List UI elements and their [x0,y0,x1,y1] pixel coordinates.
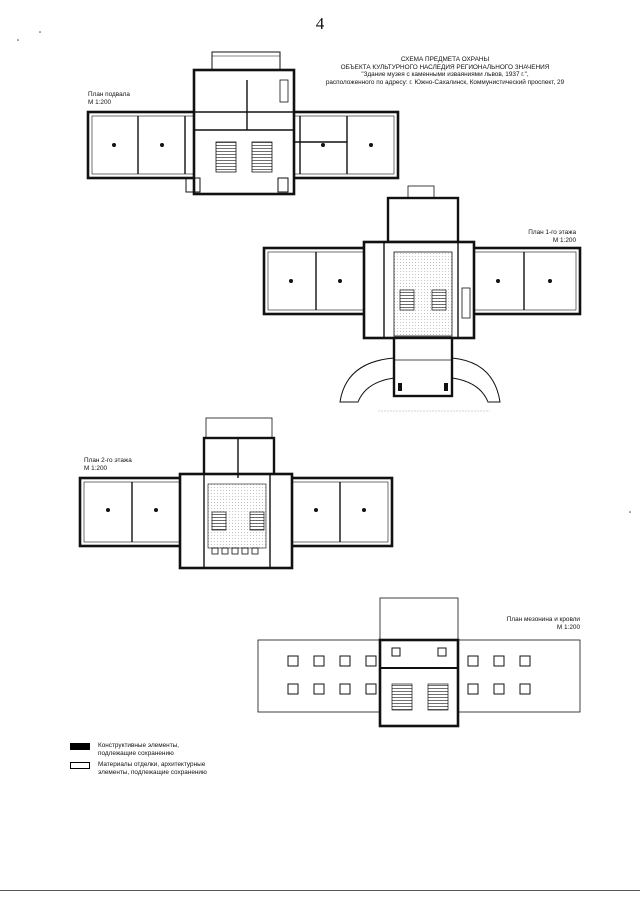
basement-stair-right [251,141,273,173]
second-floor-plan-scale: М 1:200 [84,464,108,472]
first-floor-plan-name: План 1-го этажа [528,229,576,236]
page-bottom-rule [0,890,640,891]
first-floor-plan-scale: М 1:200 [552,236,576,244]
first-floor-plan [262,185,582,412]
title-line-3: "Здание музея с каменными изваяниями льв… [361,71,529,79]
document-title: СХЕМА ПРЕДМЕТА ОХРАНЫ ОБЪЕКТА КУЛЬТУРНОГ… [300,56,590,86]
second-floor-plan-name: План 2-го этажа [84,457,132,464]
basement-partitions [137,80,348,174]
first-floor-vestibule [392,336,454,398]
basement-plan [86,51,400,196]
second-floor-stair-right [249,511,265,531]
legend-finishing-line1: Материалы отделки, архитектурные [98,761,206,768]
legend-item-structural: Конструктивные элементы, подлежащие сохр… [98,742,179,757]
second-floor-plan-label: План 2-го этажа М 1:200 [84,457,132,472]
second-floor-plan [78,417,394,570]
legend-finishing-line2: элементы, подлежащие сохранению [98,768,207,776]
second-floor-top-annex [205,417,273,439]
roof-top-annex [379,597,459,641]
title-line-2: ОБЪЕКТА КУЛЬТУРНОГО НАСЛЕДИЯ РЕГИОНАЛЬНО… [340,63,550,71]
basement-stair-left [215,141,237,173]
title-line-4: расположенного по адресу: г. Южно-Сахали… [325,78,565,86]
legend-item-finishing: Материалы отделки, архитектурные элемент… [98,761,207,776]
mezzanine-stair-left [391,683,413,711]
first-floor-stair-left [399,289,415,311]
mezzanine-roof-plan-scale: М 1:200 [556,623,580,631]
first-floor-north-block [386,196,460,244]
page-number: 4 [315,14,325,33]
first-floor-plan-label: План 1-го этажа М 1:200 [500,229,576,244]
basement-plan-scale: М 1:200 [88,98,112,106]
roof-skylights [287,647,531,695]
basement-central-block [192,68,296,196]
legend-swatch-finishing [70,762,90,769]
mezzanine-roof-plan-name: План мезонина и кровли [506,616,580,623]
second-floor-stair-left [211,511,227,531]
mezzanine-roof-plan-label: План мезонина и кровли М 1:200 [490,616,580,631]
first-floor-left-portico [339,357,395,403]
legend-structural-line1: Конструктивные элементы, [98,742,179,749]
mezzanine-roof-plan [257,597,581,728]
title-line-1: СХЕМА ПРЕДМЕТА ОХРАНЫ [400,56,490,63]
first-floor-stair-right [431,289,447,311]
legend: Конструктивные элементы, подлежащие сохр… [70,742,270,782]
legend-swatch-structural [70,743,90,750]
legend-structural-line2: подлежащие сохранению [98,749,174,757]
first-floor-right-portico [451,357,501,403]
second-floor-window-row [211,547,259,555]
basement-top-annex [211,51,281,71]
basement-plan-name: План подвала [88,91,130,98]
mezzanine-block [378,638,460,728]
basement-plan-label: План подвала М 1:200 [88,91,130,106]
mezzanine-stair-right [427,683,449,711]
first-floor-top-annex [407,185,435,199]
basement-columns [112,143,373,147]
